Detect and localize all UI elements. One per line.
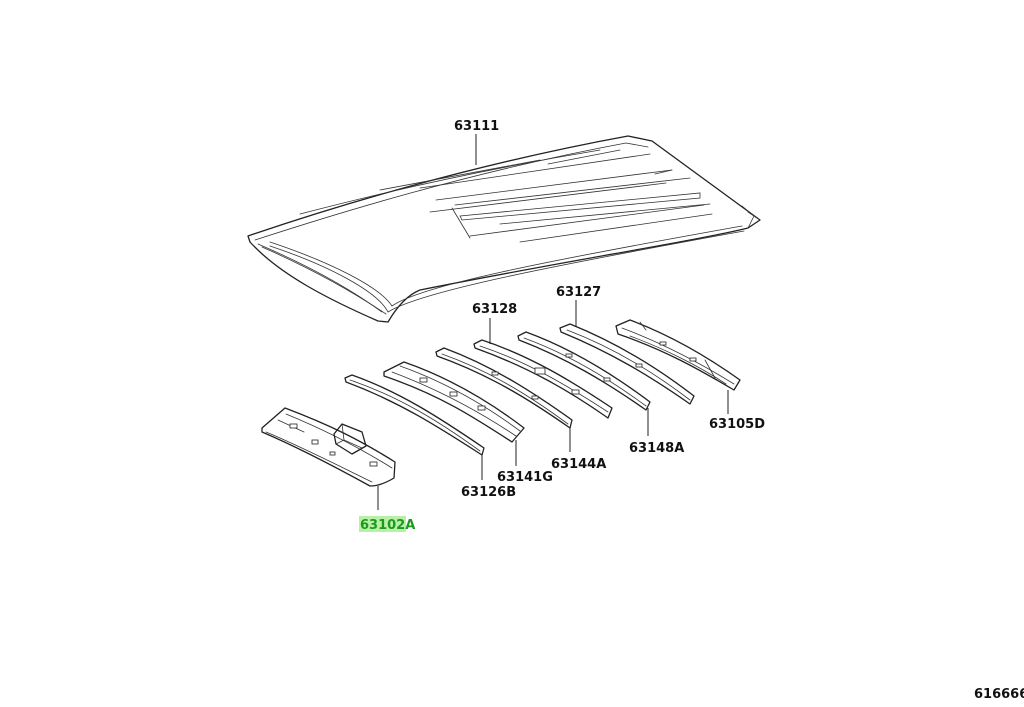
callout-63102a[interactable]: 63102A: [360, 518, 415, 533]
callout-63111: 63111: [454, 119, 499, 134]
bow-5[interactable]: [559, 323, 695, 405]
bow-1[interactable]: [383, 361, 525, 443]
front-header-panel[interactable]: [261, 407, 396, 487]
rear-reinforcement[interactable]: [615, 319, 741, 391]
roof-panel[interactable]: [247, 135, 761, 323]
callout-63126b: 63126B: [461, 485, 516, 500]
callout-63148a: 63148A: [629, 441, 684, 456]
callout-63128: 63128: [472, 302, 517, 317]
highlight-box: [359, 516, 406, 532]
bow-3[interactable]: [473, 339, 613, 419]
bow-4[interactable]: [517, 331, 651, 411]
front-reinforcement[interactable]: [344, 374, 485, 456]
callout-63105d: 63105D: [709, 417, 765, 432]
callout-63127: 63127: [556, 285, 601, 300]
callout-63144a: 63144A: [551, 457, 606, 472]
callout-63141g: 63141G: [497, 470, 553, 485]
figure-number: 616666: [974, 687, 1024, 702]
bow-2[interactable]: [435, 347, 573, 429]
